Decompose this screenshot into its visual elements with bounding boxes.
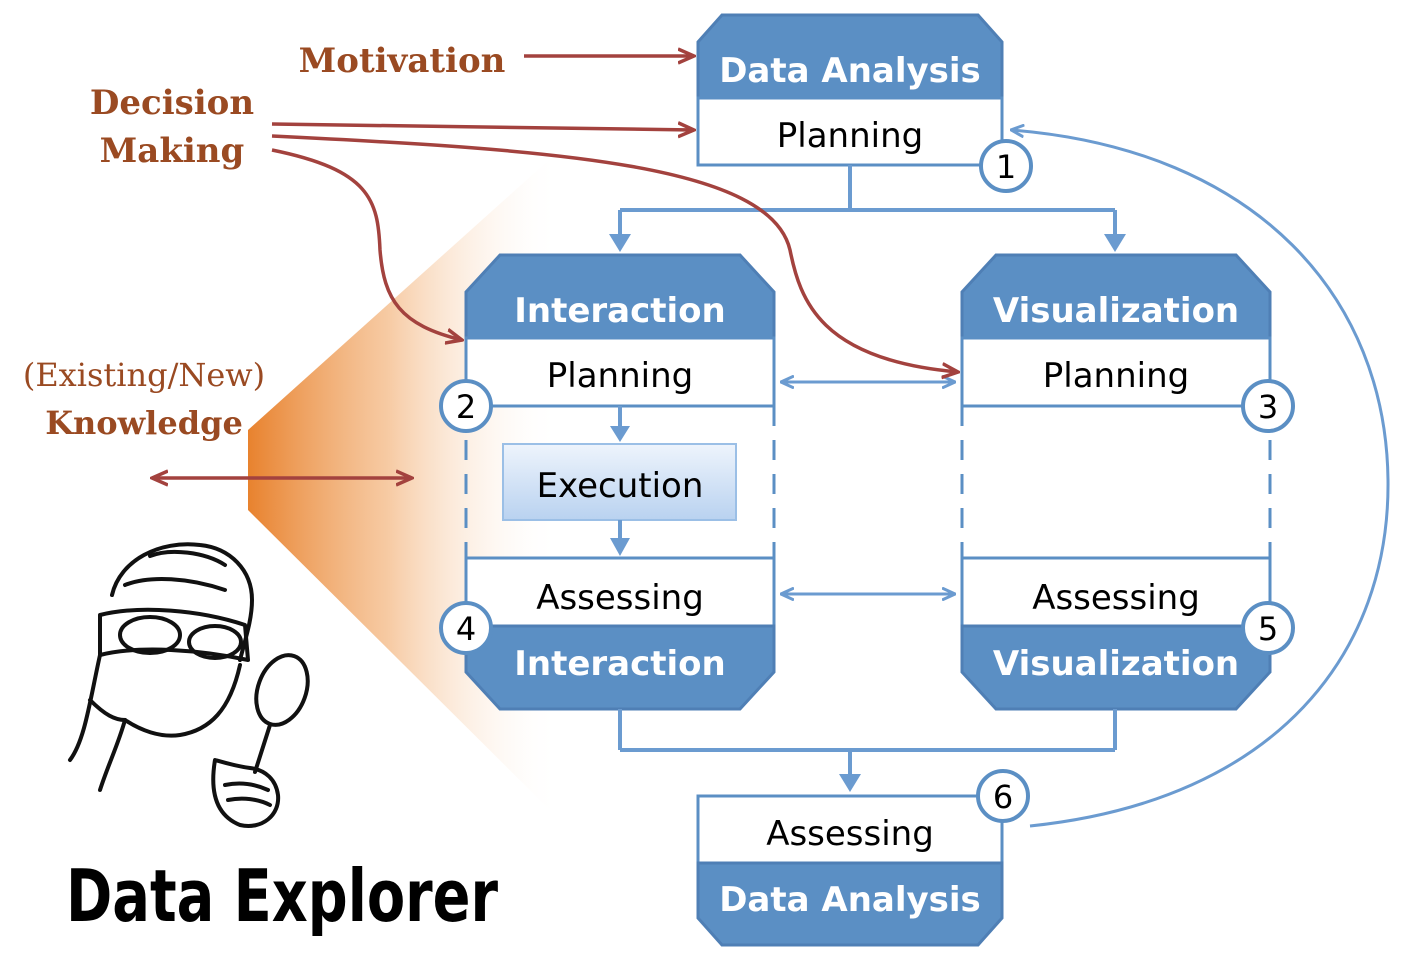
explorer-illustration: [68, 542, 310, 828]
feedback-loop: [1012, 130, 1390, 828]
svg-text:2: 2: [456, 388, 476, 426]
execution-box[interactable]: Execution: [502, 406, 737, 556]
svg-text:6: 6: [993, 778, 1013, 816]
decision-to-interaction-arrow: [271, 148, 462, 340]
data-analysis-planning-label: Planning: [777, 116, 923, 156]
step-badge-6: 6: [976, 769, 1030, 823]
decision-label-line1: Decision: [90, 83, 254, 123]
motivation-label: Motivation: [299, 41, 506, 81]
arrowhead-to-visualization: [1104, 234, 1126, 252]
data-analysis-footer: Data Analysis: [719, 880, 981, 920]
knowledge-label-line2: Knowledge: [45, 404, 243, 442]
step-badge-3: 3: [1241, 379, 1295, 433]
interaction-planning-label: Planning: [547, 356, 693, 396]
svg-text:1: 1: [996, 148, 1016, 186]
decision-to-data-analysis-arrow: [271, 124, 694, 130]
visualization-header: Visualization: [993, 291, 1239, 331]
data-analysis-planning-box[interactable]: Data Analysis Planning: [696, 13, 1004, 167]
data-analysis-assessing-label: Assessing: [766, 814, 934, 854]
visualization-box: Visualization Planning Assessing Visuali…: [960, 253, 1272, 711]
svg-text:5: 5: [1258, 610, 1278, 648]
decision-label-line2: Making: [100, 131, 245, 171]
data-analysis-assessing-box[interactable]: Assessing Data Analysis: [696, 794, 1004, 947]
svg-text:3: 3: [1258, 388, 1278, 426]
decision-to-visualization-arrow: [271, 134, 958, 372]
knowledge-label-line1: (Existing/New): [23, 356, 265, 394]
bottom-merge-connector: [618, 709, 1117, 776]
execution-label: Execution: [537, 466, 704, 506]
input-arrows: [152, 56, 958, 478]
step-badge-5: 5: [1241, 601, 1295, 655]
step-badge-4: 4: [439, 601, 493, 655]
visualization-planning-label: Planning: [1043, 356, 1189, 396]
visualization-assessing-label: Assessing: [1032, 578, 1200, 618]
interaction-header: Interaction: [514, 291, 726, 331]
interaction-box: Interaction Planning Assessing Interacti…: [464, 253, 776, 711]
arrowhead-to-interaction: [609, 234, 631, 252]
visualization-footer: Visualization: [993, 644, 1239, 684]
svg-text:4: 4: [456, 610, 476, 648]
interaction-assessing-label: Assessing: [536, 578, 704, 618]
top-split-connector: [618, 165, 1117, 236]
step-badge-1: 1: [979, 139, 1033, 193]
explorer-title: Data Explorer: [66, 854, 498, 938]
step-badge-2: 2: [439, 379, 493, 433]
data-analysis-header: Data Analysis: [719, 51, 981, 91]
interaction-footer: Interaction: [514, 644, 726, 684]
arrowhead-to-data-analysis-assessing: [839, 774, 861, 792]
